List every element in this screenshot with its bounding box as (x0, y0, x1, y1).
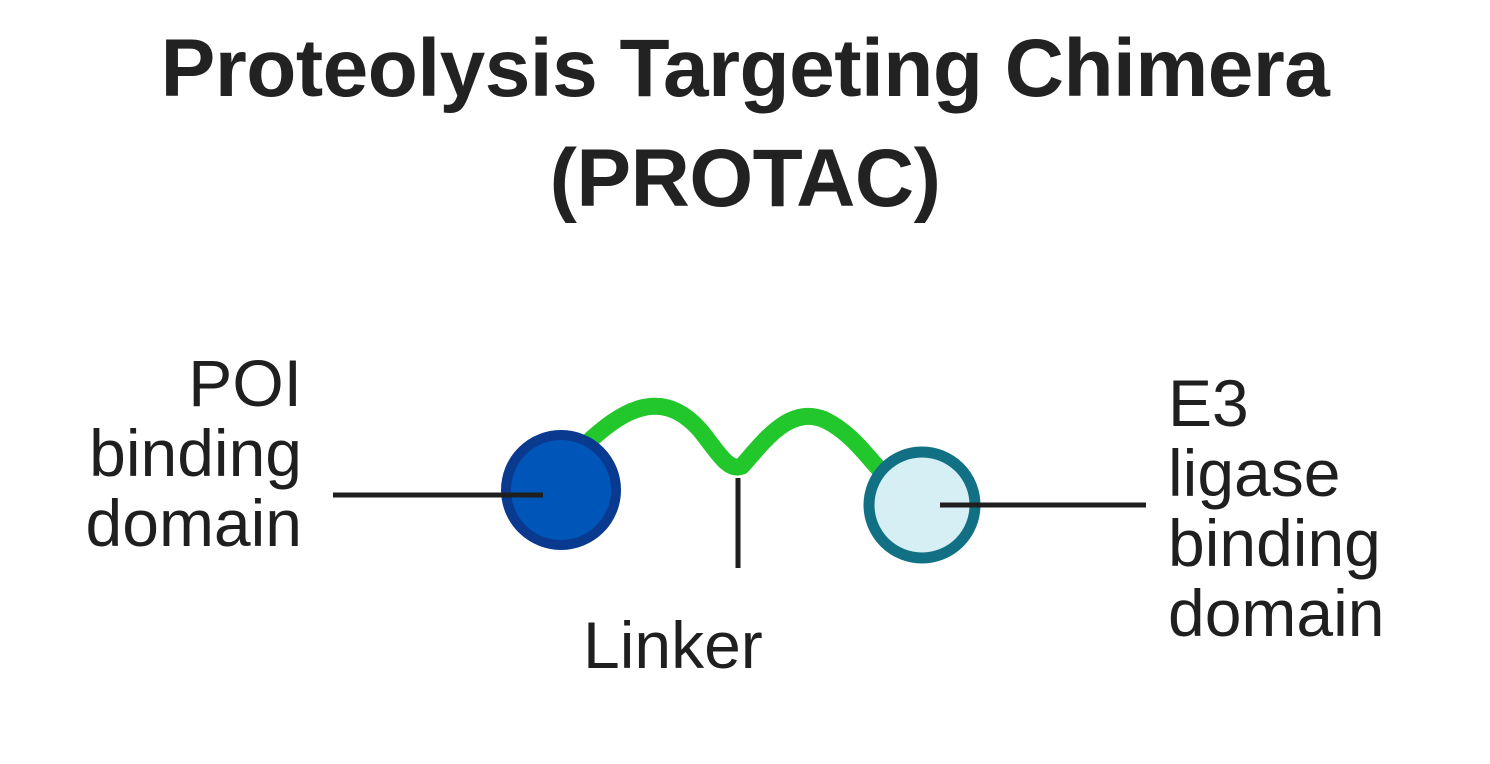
poi-binding-domain-circle (501, 430, 621, 550)
poi-label-line: domain (85, 486, 302, 560)
e3-label-line: binding (1168, 506, 1381, 580)
e3-label: E3 ligase binding domain (1168, 368, 1384, 648)
e3-label-line: E3 (1168, 366, 1249, 440)
e3-label-line: domain (1168, 576, 1385, 650)
poi-label-line: POI (188, 346, 302, 420)
poi-label: POI binding domain (86, 348, 302, 558)
linker-label: Linker (583, 608, 763, 682)
e3-label-line: ligase (1168, 436, 1341, 510)
diagram-title: Proteolysis Targeting Chimera (160, 23, 1330, 114)
poi-label-line: binding (89, 416, 302, 490)
linker-chain (576, 397, 889, 479)
diagram-subtitle: (PROTAC) (549, 133, 941, 224)
